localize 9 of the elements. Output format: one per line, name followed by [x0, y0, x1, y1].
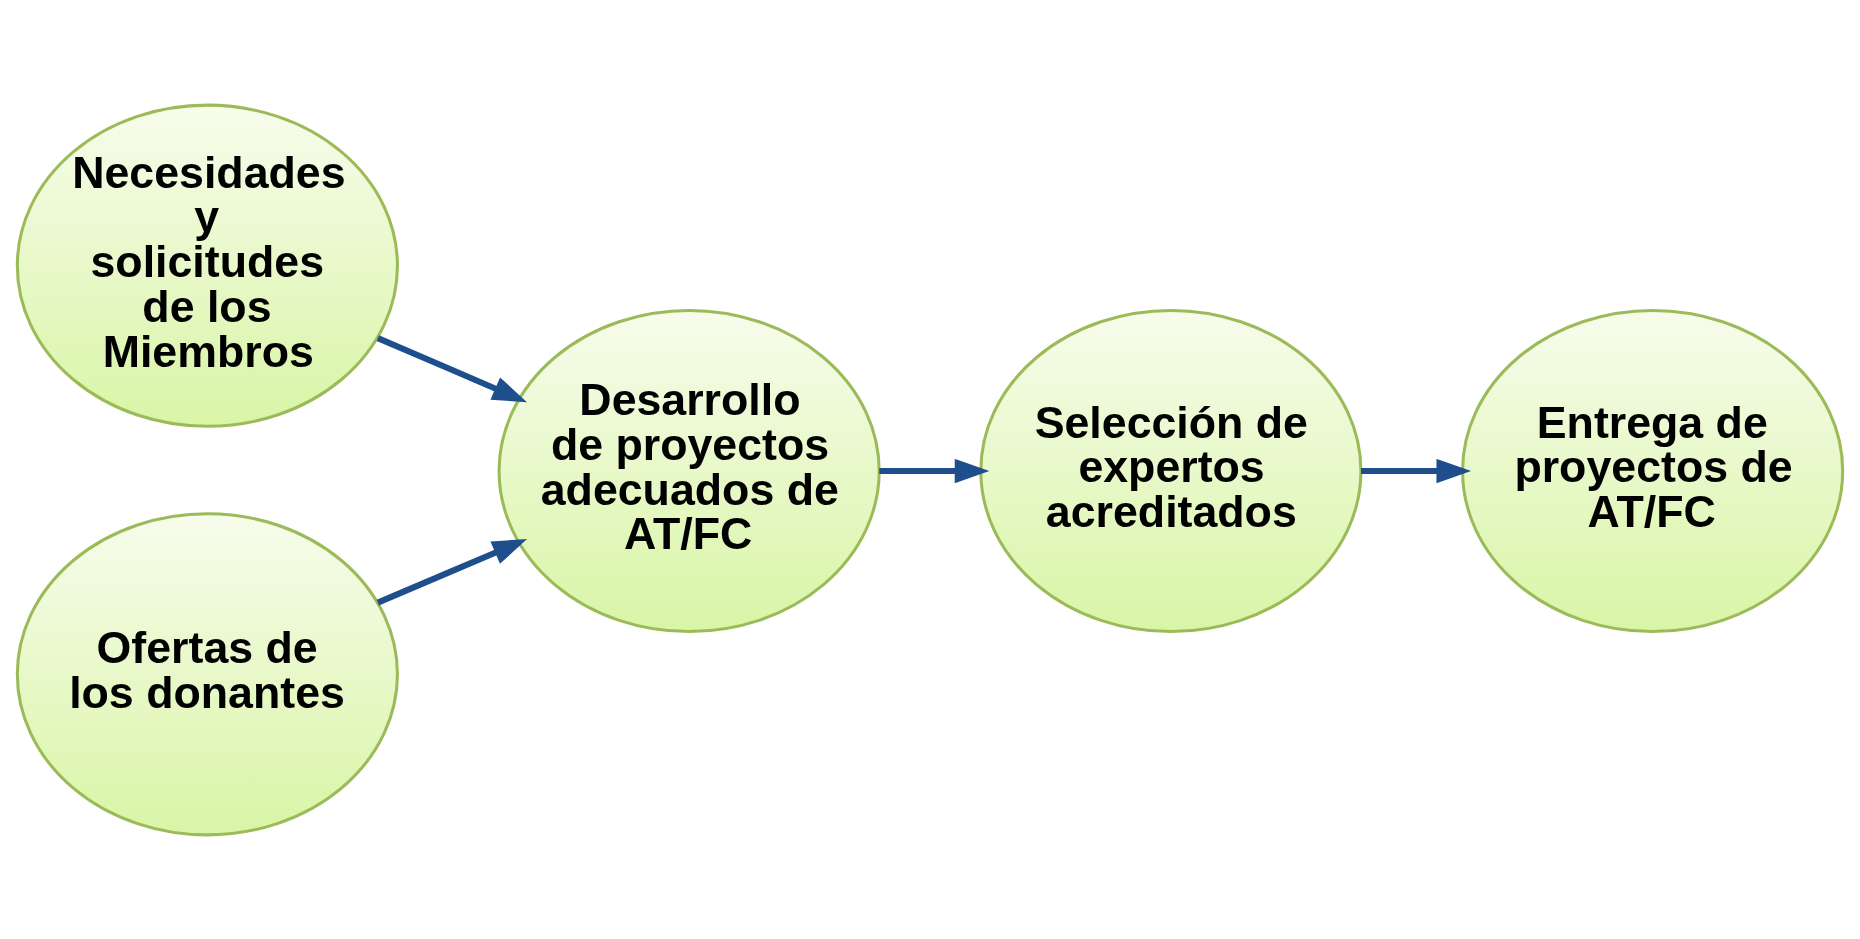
node-ellipse: Ofertas de los donantes: [15, 511, 399, 836]
node-ellipse: Necesidades y solicitudes de los Miembros: [15, 103, 399, 428]
node-ellipse: Entrega de proyectos de AT/FC: [1461, 308, 1845, 633]
arrow: [376, 334, 528, 402]
arrow: [376, 538, 528, 605]
node-ellipse: Desarrollo de proyectos adecuados de AT/FC: [497, 308, 881, 633]
node-ellipse: Selección de expertos acreditados: [979, 308, 1363, 633]
arrow: [1361, 458, 1472, 483]
arrow: [879, 458, 990, 483]
